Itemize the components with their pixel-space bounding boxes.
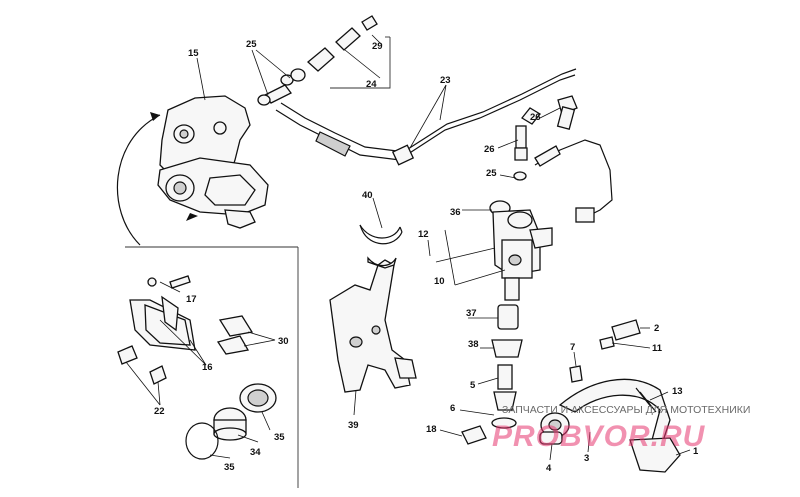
callout-22: 22 (154, 406, 165, 417)
heel-guard-bracket (329, 224, 417, 393)
pushrod-parts (491, 304, 523, 429)
callout-39: 39 (348, 420, 359, 431)
callout-35-bottom: 35 (224, 462, 235, 473)
callout-34: 34 (250, 447, 261, 458)
callout-17: 17 (186, 294, 197, 305)
callout-16: 16 (202, 362, 213, 373)
callout-40: 40 (362, 190, 373, 201)
callout-13: 13 (672, 386, 683, 397)
callout-25-right: 25 (486, 168, 497, 179)
callout-labels: 15 25 29 24 23 26 26 25 36 40 12 10 37 3… (154, 39, 699, 474)
callout-26-left: 26 (484, 144, 495, 155)
watermark-logo: PROBVOR.RU (492, 420, 706, 453)
rear-master-cylinder (489, 200, 553, 301)
callout-37: 37 (466, 308, 477, 319)
callout-23: 23 (440, 75, 451, 86)
caliper-pistons-seals (185, 383, 277, 460)
callout-1: 1 (693, 446, 699, 457)
upper-banjo-fittings (257, 15, 378, 106)
pressure-switch-wire (513, 139, 613, 223)
callout-30: 30 (278, 336, 289, 347)
callout-15: 15 (188, 48, 199, 59)
callout-6: 6 (450, 403, 455, 414)
callout-24: 24 (366, 79, 377, 90)
brake-pads-and-pins (117, 275, 254, 385)
callout-38: 38 (468, 339, 479, 350)
callout-25-top: 25 (246, 39, 257, 50)
callout-3: 3 (584, 453, 589, 464)
callout-11: 11 (652, 343, 663, 354)
brake-pedal (461, 319, 681, 473)
callout-7: 7 (570, 342, 575, 353)
callout-2: 2 (654, 323, 659, 334)
callout-18: 18 (426, 424, 437, 435)
callout-10: 10 (434, 276, 445, 287)
watermark: ЗАПЧАСТИ И АКСЕССУАРЫ ДЛЯ МОТОТЕХНИКИ PR… (492, 404, 750, 453)
callout-29: 29 (372, 41, 383, 52)
brake-caliper (116, 95, 269, 246)
callout-5: 5 (470, 380, 476, 391)
callout-26-right: 26 (530, 112, 541, 123)
inset-frame (125, 36, 391, 488)
leader-lines (125, 34, 691, 461)
watermark-text: ЗАПЧАСТИ И АКСЕССУАРЫ ДЛЯ МОТОТЕХНИКИ (502, 404, 750, 416)
brake-hose (275, 68, 577, 166)
callout-12: 12 (418, 229, 429, 240)
callout-4: 4 (546, 463, 552, 474)
banjo-bolts-upper-right (514, 95, 578, 161)
callout-35-right: 35 (274, 432, 285, 443)
callout-36: 36 (450, 207, 461, 218)
